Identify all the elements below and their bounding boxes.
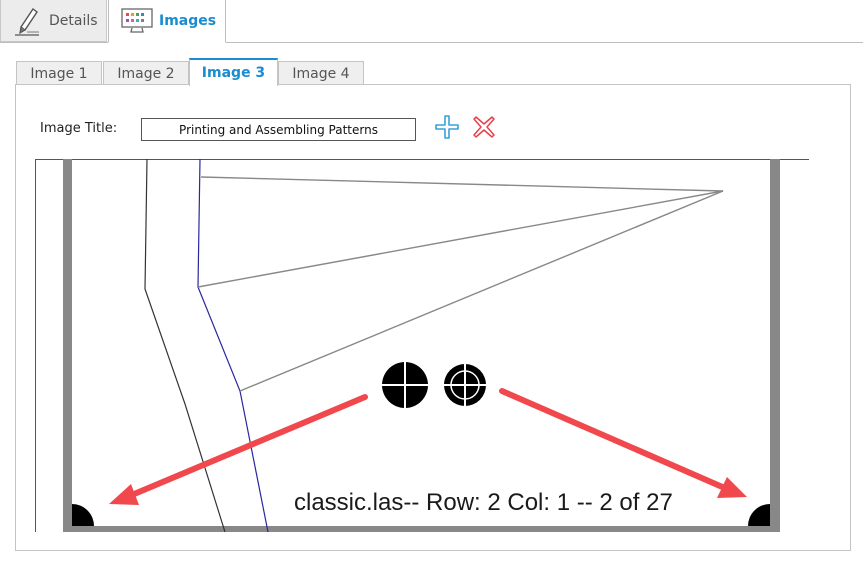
tab-images[interactable]: Images xyxy=(108,0,226,43)
tab-details[interactable]: Details xyxy=(0,0,107,42)
registration-mark-icon xyxy=(444,364,486,406)
tab-image-1[interactable]: Image 1 xyxy=(16,61,102,85)
tab-image-3[interactable]: Image 3 xyxy=(189,58,278,86)
registration-mark-icon xyxy=(382,362,428,408)
pencil-icon xyxy=(13,5,43,37)
add-image-button[interactable] xyxy=(434,115,460,143)
plus-icon xyxy=(435,115,459,143)
tab-images-label: Images xyxy=(159,13,217,29)
image-title-input[interactable] xyxy=(141,118,416,141)
arrow-icon xyxy=(499,388,747,498)
monitor-icon xyxy=(121,8,153,34)
tab-image-4[interactable]: Image 4 xyxy=(278,61,364,85)
top-tab-bar: Details Images xyxy=(0,0,863,43)
x-icon xyxy=(473,116,495,142)
tab-image-2[interactable]: Image 2 xyxy=(103,61,189,85)
preview-caption: classic.las-- Row: 2 Col: 1 -- 2 of 27 xyxy=(294,489,673,516)
image-preview: classic.las-- Row: 2 Col: 1 -- 2 of 27 xyxy=(35,159,809,532)
image-title-label: Image Title: xyxy=(40,121,118,136)
tab-details-label: Details xyxy=(49,12,98,29)
arrow-icon xyxy=(109,394,368,505)
remove-image-button[interactable] xyxy=(471,116,497,142)
tab-bar-divider xyxy=(0,42,863,43)
